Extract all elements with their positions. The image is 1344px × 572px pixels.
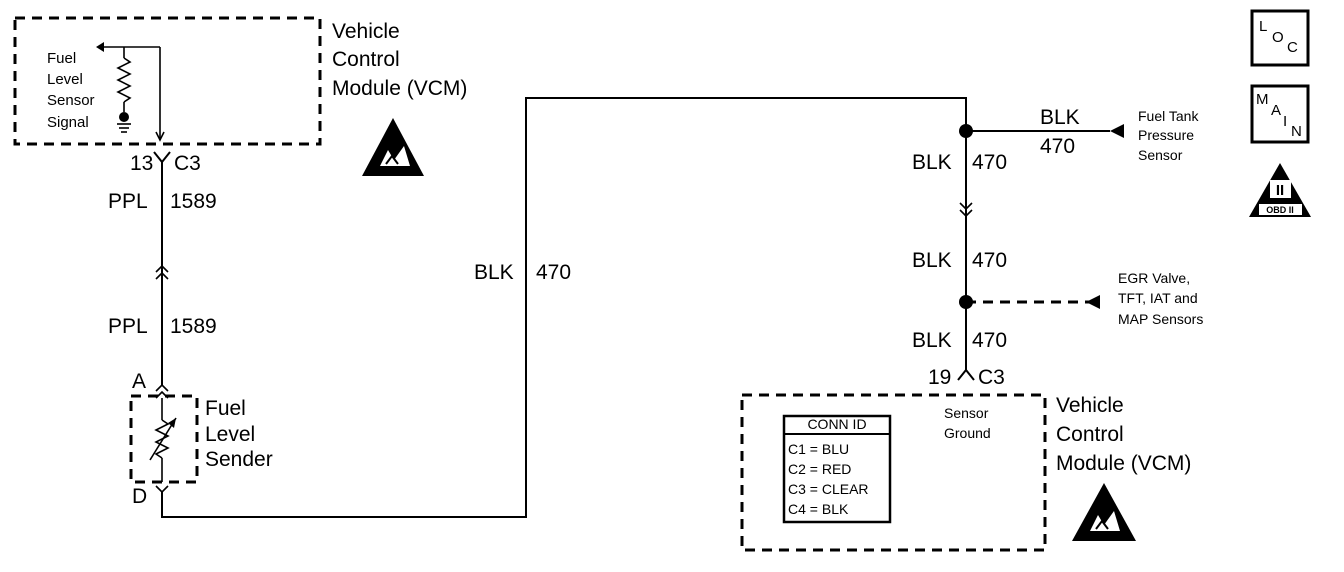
sender-resistor (154, 419, 170, 459)
female-terminal-symbol (153, 151, 171, 164)
vcm-top-box (13, 16, 322, 146)
sensor-ground-1: Sensor (944, 405, 989, 421)
fuel-tank-label-3: Sensor (1138, 147, 1183, 163)
vcm-bottom-title-3: Module (VCM) (1056, 452, 1191, 475)
vcm-bottom-module: Sensor Ground Vehicle Control Module (VC… (740, 393, 1191, 552)
ppl-circuit-2: 1589 (170, 315, 217, 338)
connector-c3-pin19: 19 C3 (928, 366, 1005, 389)
blk-long-circuit: 470 (536, 261, 571, 284)
connector-c3-pin13: 13 C3 (130, 151, 201, 175)
seg2-color: BLK (912, 249, 952, 272)
fuel-tank-branch: BLK 470 Fuel Tank Pressure Sensor (959, 106, 1199, 163)
fuel-tank-label-1: Fuel Tank (1138, 108, 1199, 124)
signal-arrow (155, 131, 165, 142)
loc-l: L (1259, 18, 1267, 35)
egr-label-1: EGR Valve, (1118, 270, 1190, 286)
obd-ii-badge-icon: II OBD II (1249, 163, 1311, 217)
fuel-tank-label-2: Pressure (1138, 127, 1194, 143)
loc-badge-icon: L O C (1250, 9, 1310, 67)
obd-text: OBD II (1266, 205, 1294, 215)
signal-label-2: Level (47, 71, 83, 88)
seg2-circuit: 470 (972, 249, 1007, 272)
ppl-1589-wire: PPL 1589 PPL 1589 (108, 162, 217, 385)
seg3-color: BLK (912, 329, 952, 352)
esd-warning-icon (1072, 483, 1136, 541)
sender-connector-d (155, 485, 169, 494)
egr-arrow (1086, 295, 1100, 309)
sender-label-1: Fuel (205, 397, 246, 420)
vcm-top-title-2: Control (332, 48, 400, 71)
ppl-circuit-1: 1589 (170, 190, 217, 213)
fuel-tank-circuit: 470 (1040, 135, 1075, 158)
conn-id-table: CONN ID C1 = BLU C2 = RED C3 = CLEAR C4 … (782, 414, 892, 524)
main-m: M (1256, 91, 1269, 108)
sender-pin-a: A (132, 370, 146, 393)
loc-o: O (1272, 29, 1284, 46)
sender-label-2: Level (205, 423, 255, 446)
vcm-bottom-title-1: Vehicle (1056, 394, 1124, 417)
pin-19: 19 (928, 366, 951, 389)
seg1-circuit: 470 (972, 151, 1007, 174)
fuel-tank-color: BLK (1040, 106, 1080, 129)
fuel-tank-arrow (1110, 124, 1124, 138)
main-badge-icon: M A I N (1250, 84, 1310, 144)
vcm-top-module: Vehicle Control Module (VCM) Fuel Level … (13, 16, 467, 146)
connector-c3-top: C3 (174, 152, 201, 175)
inline-connector-blk (959, 202, 973, 218)
pin-13: 13 (130, 152, 153, 175)
conn-id-row-2: C2 = RED (788, 461, 851, 477)
blk-long-color: BLK (474, 261, 514, 284)
seg3-circuit: 470 (972, 329, 1007, 352)
egr-label-3: MAP Sensors (1118, 311, 1203, 327)
ppl-color-2: PPL (108, 315, 148, 338)
conn-id-row-3: C3 = CLEAR (788, 481, 869, 497)
conn-id-header: CONN ID (807, 416, 866, 432)
main-i: I (1283, 113, 1287, 130)
egr-branch: EGR Valve, TFT, IAT and MAP Sensors (959, 270, 1203, 327)
obd-roman: II (1276, 182, 1284, 199)
main-a: A (1271, 102, 1281, 119)
vcm-top-title-1: Vehicle (332, 20, 400, 43)
signal-label-1: Fuel (47, 50, 76, 67)
blk-470-long-wire: BLK 470 (161, 97, 967, 518)
fuel-level-sender: A D Fuel Level Sender (129, 370, 273, 508)
esd-warning-icon (362, 118, 424, 176)
conn-id-row-4: C4 = BLK (788, 501, 849, 517)
pullup-resistor (96, 42, 160, 133)
sender-pin-d: D (132, 485, 147, 508)
vcm-top-title-3: Module (VCM) (332, 77, 467, 100)
signal-label-3: Sensor (47, 92, 95, 109)
vcm-bottom-box (740, 393, 1047, 552)
inline-connector-ppl (155, 264, 169, 280)
loc-c: C (1287, 39, 1298, 56)
sender-label-3: Sender (205, 448, 273, 471)
female-terminal-symbol-bottom (957, 368, 975, 381)
sender-box (129, 394, 199, 484)
egr-label-2: TFT, IAT and (1118, 290, 1198, 306)
conn-id-row-1: C1 = BLU (788, 441, 849, 457)
seg1-color: BLK (912, 151, 952, 174)
main-n: N (1291, 123, 1302, 140)
ppl-color-1: PPL (108, 190, 148, 213)
vcm-bottom-title-2: Control (1056, 423, 1124, 446)
signal-label-4: Signal (47, 114, 89, 131)
sensor-ground-2: Ground (944, 425, 991, 441)
connector-c3-bottom: C3 (978, 366, 1005, 389)
